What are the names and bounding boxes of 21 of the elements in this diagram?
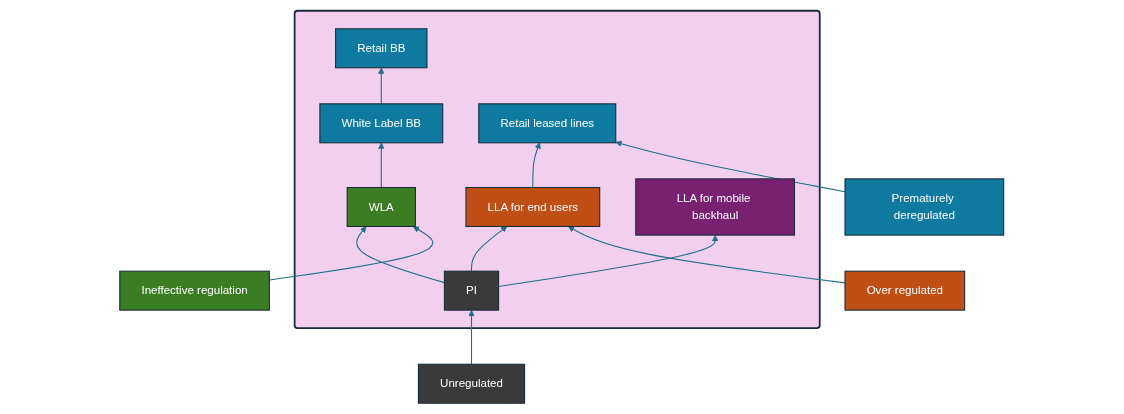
node-box: Over regulated: [844, 270, 966, 311]
node-box: Retail leased lines: [478, 103, 617, 144]
arrow: [471, 226, 508, 272]
node-box: PI: [444, 270, 500, 311]
cluster: [294, 9, 821, 330]
arrow: [468, 309, 475, 365]
arrow: [568, 226, 846, 284]
node-box: Ineffective regulation: [119, 270, 271, 311]
node-box: Retail BB: [335, 28, 428, 69]
arrow: [615, 140, 846, 193]
node-box: WLA: [346, 186, 417, 227]
node-box: White Label BB: [319, 103, 444, 144]
arrow: [269, 226, 434, 281]
node-box: Prematurely deregulated: [844, 178, 1005, 236]
arrow: [532, 142, 541, 189]
node-box: LLA for mobile backhaul: [635, 178, 796, 236]
arrow: [378, 67, 385, 105]
node-box: LLA for end users: [465, 186, 601, 227]
arrow: [378, 142, 385, 189]
node-box: Unregulated: [418, 363, 526, 404]
arrow: [498, 234, 719, 288]
